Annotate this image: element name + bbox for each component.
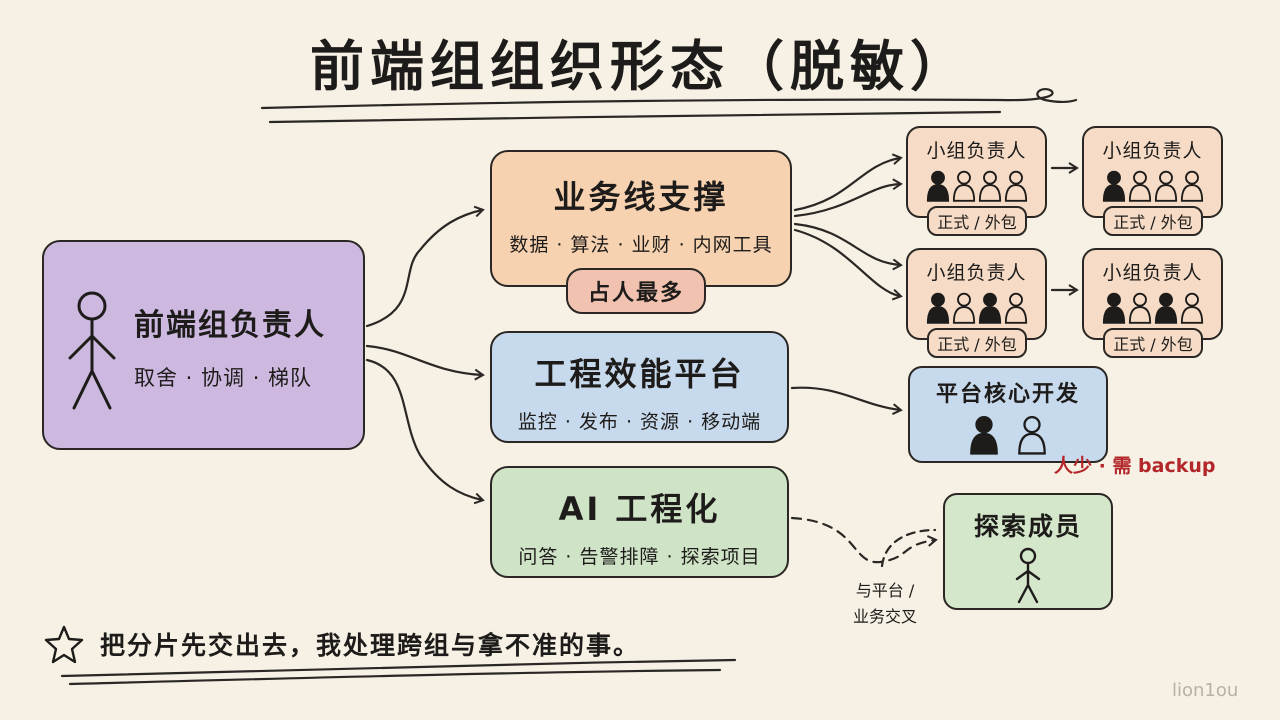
motto-underline-2 xyxy=(68,668,722,686)
motto-underline xyxy=(60,658,737,678)
arrow-engineering-to-core xyxy=(790,386,903,415)
explorers-title: 探索成员 xyxy=(973,512,1082,541)
team-tag-3: 正式 / 外包 xyxy=(927,328,1027,358)
team-card-2: 小组负责人 xyxy=(1082,126,1223,218)
team-lead-label: 小组负责人 xyxy=(1102,140,1203,162)
author-watermark: lion1ou xyxy=(1172,680,1239,701)
ai-title: AI 工程化 xyxy=(558,490,721,528)
engineering-scope: 监控 · 发布 · 资源 · 移动端 xyxy=(517,411,762,433)
member-person-icon xyxy=(1004,170,1027,202)
member-person-icon xyxy=(1154,170,1177,202)
arrow-business-to-team-3b xyxy=(793,228,903,301)
team-tag-4: 正式 / 外包 xyxy=(1103,328,1203,358)
member-person-icon xyxy=(1004,292,1027,324)
leader-person-icon xyxy=(926,170,949,202)
leader-person-icon xyxy=(926,292,949,324)
member-person-icon xyxy=(952,292,975,324)
title-underline-2 xyxy=(268,110,1002,124)
member-person-icon xyxy=(1180,292,1203,324)
leader-person-icon xyxy=(1154,292,1177,324)
member-person-icon xyxy=(1018,415,1046,455)
leader-person-icon xyxy=(1102,292,1125,324)
engineering-title: 工程效能平台 xyxy=(534,355,745,393)
team-members xyxy=(1102,169,1204,203)
business-badge: 占人最多 xyxy=(566,268,706,314)
core-members xyxy=(969,414,1047,456)
leader-person-icon xyxy=(1102,170,1125,202)
team-lead-label: 小组负责人 xyxy=(1102,262,1203,284)
business-scope: 数据 · 算法 · 业财 · 内网工具 xyxy=(509,234,773,256)
backup-warning: 人少 · 需 backup xyxy=(1054,455,1216,477)
platform-core-title: 平台核心开发 xyxy=(935,382,1080,407)
lead-duties: 取舍 · 协调 · 梯队 xyxy=(134,366,313,390)
motto: 把分片先交出去，我处理跨组与拿不准的事。 xyxy=(100,631,641,660)
member-person-icon xyxy=(1128,170,1151,202)
engineering-card: 工程效能平台 监控 · 发布 · 资源 · 移动端 xyxy=(490,331,789,443)
team-tag-2: 正式 / 外包 xyxy=(1103,206,1203,236)
ai-scope: 问答 · 告警排障 · 探索项目 xyxy=(518,546,761,568)
platform-core-card: 平台核心开发 xyxy=(908,366,1108,463)
title-underline xyxy=(260,88,1078,110)
arrow-lead-to-business xyxy=(365,205,485,328)
explorers-card: 探索成员 xyxy=(943,493,1113,610)
leader-person-icon xyxy=(970,415,998,455)
arrow-lead-to-engineering xyxy=(365,344,485,381)
arrow-cross-to-explorers xyxy=(880,528,937,568)
team-card-1: 小组负责人 xyxy=(906,126,1047,218)
team-card-3: 小组负责人 xyxy=(906,248,1047,340)
cross-note: 与平台 / 业务交叉 xyxy=(852,581,917,626)
stick-figure-icon xyxy=(62,286,122,416)
member-person-icon xyxy=(1128,292,1151,324)
star-icon xyxy=(44,625,84,664)
arrow-business-to-team-1 xyxy=(793,153,903,212)
member-person-icon xyxy=(1180,170,1203,202)
arrow-lead-to-ai xyxy=(365,358,485,505)
business-title: 业务线支撑 xyxy=(553,178,729,216)
team-lead-label: 小组负责人 xyxy=(926,140,1027,162)
member-person-icon xyxy=(952,170,975,202)
arrow-business-to-team-1b xyxy=(793,178,903,218)
team-members xyxy=(1102,291,1204,325)
lead-title: 前端组负责人 xyxy=(134,308,326,343)
arrow-business-to-team-3 xyxy=(793,222,903,271)
leader-person-icon xyxy=(978,292,1001,324)
business-card: 业务线支撑 数据 · 算法 · 业财 · 内网工具 xyxy=(490,150,792,287)
team-members xyxy=(926,169,1028,203)
arrow-ai-to-explorers xyxy=(790,516,938,564)
team-lead-label: 小组负责人 xyxy=(926,262,1027,284)
lead-card: 前端组负责人 取舍 · 协调 · 梯队 xyxy=(42,240,365,450)
team-members xyxy=(926,291,1028,325)
team-tag-1: 正式 / 外包 xyxy=(927,206,1027,236)
ai-card: AI 工程化 问答 · 告警排障 · 探索项目 xyxy=(490,466,789,578)
page-title: 前端组组织形态（脱敏） xyxy=(310,35,970,98)
team-card-4: 小组负责人 xyxy=(1082,248,1223,340)
stick-figure-icon xyxy=(1012,547,1044,609)
member-person-icon xyxy=(978,170,1001,202)
